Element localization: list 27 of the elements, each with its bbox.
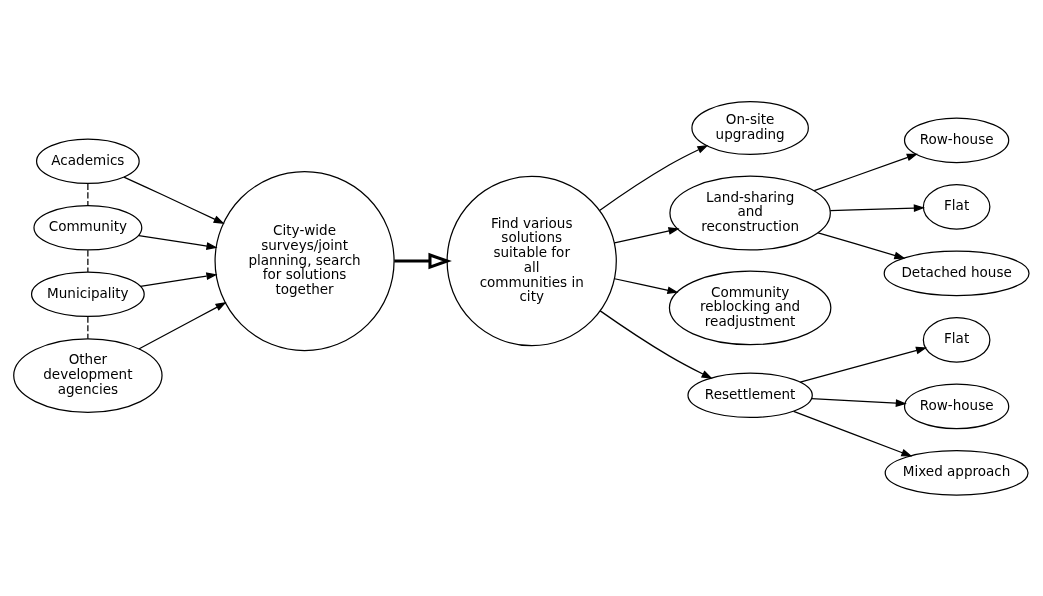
connector — [87, 182, 89, 206]
connector — [87, 315, 89, 339]
arrow — [829, 203, 925, 212]
node-circle: Find various solutions suitable for all communities in city — [446, 175, 617, 346]
arrow — [793, 410, 913, 457]
arrow — [123, 176, 225, 224]
node-ellipse: Municipality — [30, 271, 145, 317]
arrow — [613, 226, 680, 244]
arrow — [394, 252, 452, 269]
arrow — [810, 397, 907, 407]
arrow — [817, 231, 906, 259]
arrow — [613, 277, 679, 294]
arrow — [799, 346, 928, 383]
arrow — [139, 271, 218, 287]
node-ellipse: Other development agencies — [13, 337, 163, 413]
arrow — [138, 234, 218, 250]
arrow — [813, 153, 918, 191]
arrow — [599, 309, 713, 379]
node-ellipse: Row-house — [903, 383, 1010, 429]
node-ellipse: Academics — [35, 138, 140, 184]
arrow — [598, 144, 709, 211]
node-ellipse: Community — [33, 204, 143, 251]
node-ellipse: Flat — [922, 316, 991, 363]
node-ellipse: Resettlement — [687, 372, 813, 418]
connector — [87, 249, 89, 273]
arrow — [138, 301, 227, 350]
node-ellipse: Flat — [922, 183, 991, 230]
